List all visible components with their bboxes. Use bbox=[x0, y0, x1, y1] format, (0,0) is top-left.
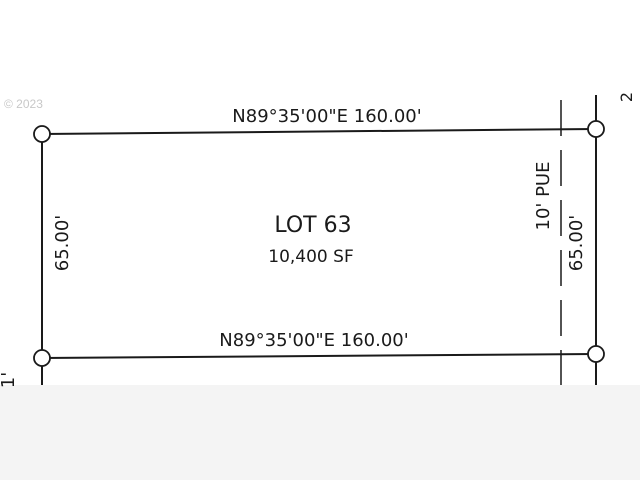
watermark: © 2023 bbox=[4, 97, 43, 111]
south-boundary-line bbox=[41, 353, 597, 359]
corner-monument-se bbox=[587, 345, 605, 363]
north-line-bearing: N89°35'00"E 160.00' bbox=[232, 106, 421, 127]
corner-monument-sw bbox=[33, 349, 51, 367]
pue-label: 10' PUE bbox=[533, 162, 554, 231]
right-edge-fragment: 2 bbox=[617, 92, 636, 102]
west-side-dimension: 65.00' bbox=[52, 215, 73, 271]
corner-monument-nw bbox=[33, 125, 51, 143]
lot-area: 10,400 SF bbox=[268, 247, 353, 267]
corner-monument-ne bbox=[587, 120, 605, 138]
east-side-dimension: 65.00' bbox=[566, 215, 587, 271]
crop-band bbox=[0, 385, 640, 480]
drawing-area bbox=[0, 0, 640, 385]
left-edge-fragment: 1' bbox=[0, 372, 19, 388]
south-line-bearing: N89°35'00"E 160.00' bbox=[219, 330, 408, 351]
lot-label: LOT 63 bbox=[274, 213, 351, 238]
north-boundary-line bbox=[41, 128, 597, 135]
